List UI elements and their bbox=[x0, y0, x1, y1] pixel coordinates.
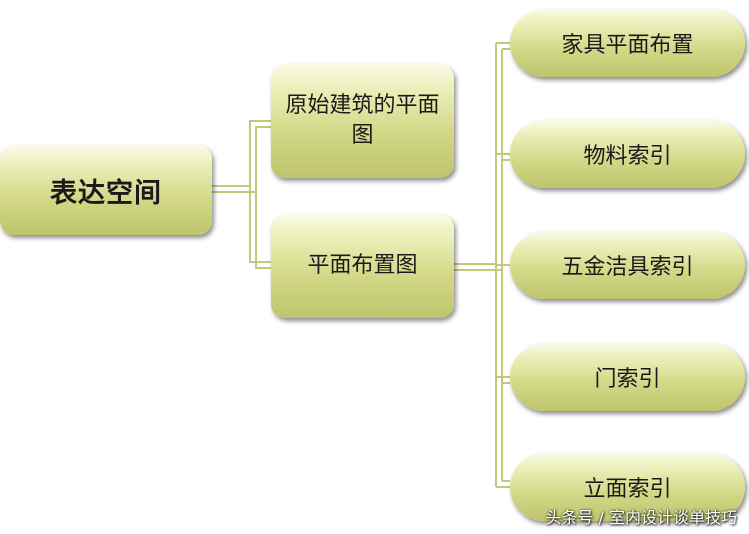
connector-root-branch2 bbox=[212, 185, 271, 263]
branch-node-layout-plan: 平面布置图 bbox=[271, 214, 454, 318]
leaf-node-furniture-layout: 家具平面布置 bbox=[510, 9, 745, 77]
leaf-node-hardware-sanitary-index: 五金洁具索引 bbox=[510, 231, 745, 299]
branch-node-original-floor-plan: 原始建筑的平面图 bbox=[271, 64, 454, 178]
watermark-text: 头条号 / 室内设计谈单技巧 bbox=[545, 508, 737, 527]
connector-root-branch1 bbox=[212, 120, 271, 187]
root-node: 表达空间 bbox=[0, 145, 212, 235]
leaf-node-elevation-index: 立面索引 bbox=[510, 453, 745, 521]
connector-root-branch1-inner bbox=[212, 126, 271, 193]
leaf-node-material-index: 物料索引 bbox=[510, 120, 745, 188]
leaf-node-door-index: 门索引 bbox=[510, 343, 745, 411]
connector-root-branch2-inner bbox=[212, 191, 271, 269]
